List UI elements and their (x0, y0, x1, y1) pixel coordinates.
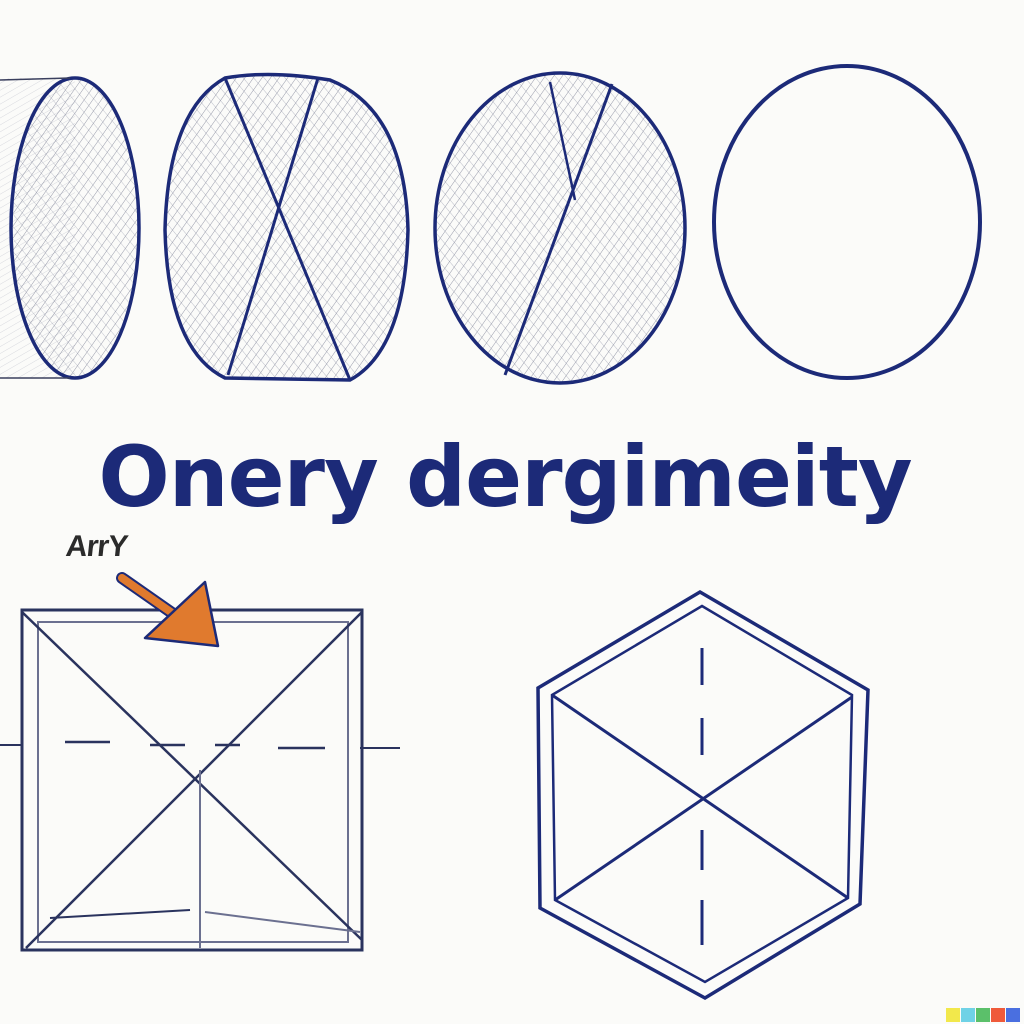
watermark-square (1006, 1008, 1020, 1022)
watermark-square (946, 1008, 960, 1022)
watermark-square (991, 1008, 1005, 1022)
diagram-title: Onery dergimeity (98, 428, 912, 526)
hatched-ellipse-shape (433, 71, 687, 385)
watermark-square (976, 1008, 990, 1022)
arrow-label: ArrY (64, 530, 129, 563)
square-diagram (0, 608, 400, 952)
watermark-square (961, 1008, 975, 1022)
plain-ellipse-shape (712, 64, 982, 380)
hatched-oval-x-shape (163, 72, 410, 382)
cylinder-shape (0, 76, 141, 380)
orange-arrow-icon (116, 572, 220, 648)
hexagon-diagram (536, 589, 870, 1001)
